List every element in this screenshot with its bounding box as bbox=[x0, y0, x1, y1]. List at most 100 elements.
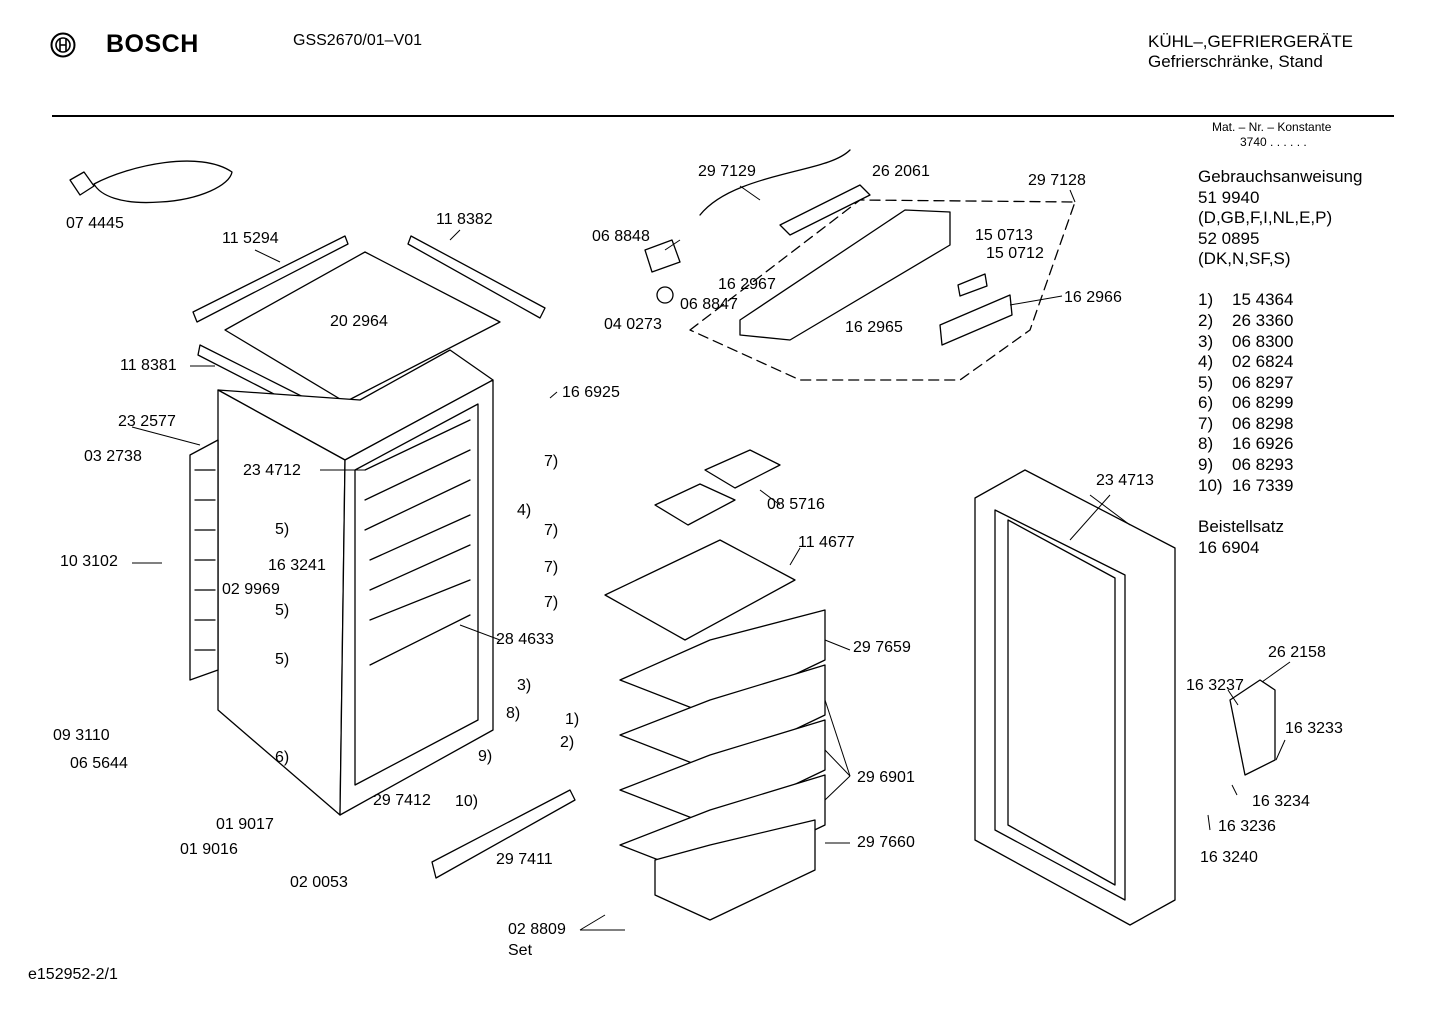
control-panel-part bbox=[644, 149, 1076, 381]
part-number-label: 29 6901 bbox=[857, 769, 915, 786]
side-list-item: (DK,N,SF,S) bbox=[1198, 249, 1291, 268]
part-number-label: 29 7129 bbox=[698, 163, 756, 180]
ref-marker-label: 7) bbox=[544, 522, 559, 539]
category-title: KÜHL–,GEFRIERGERÄTE bbox=[1148, 32, 1353, 51]
hinge-bracket-part bbox=[1229, 679, 1276, 776]
model-number: GSS2670/01–V01 bbox=[293, 32, 422, 49]
part-number-label: 16 3233 bbox=[1285, 720, 1343, 737]
ref-marker-label: 7) bbox=[544, 594, 559, 611]
side-list-item: 1) 15 4364 bbox=[1198, 290, 1294, 309]
ref-marker-label: 7) bbox=[544, 453, 559, 470]
door-part bbox=[974, 469, 1176, 926]
part-number-label: 28 4633 bbox=[496, 631, 554, 648]
part-number-label: 16 3240 bbox=[1200, 849, 1258, 866]
category-subtitle: Gefrierschränke, Stand bbox=[1148, 52, 1323, 71]
part-number-label: 02 9969 bbox=[222, 581, 280, 598]
shelves-part bbox=[364, 419, 471, 666]
side-list-item: 10) 16 7339 bbox=[1198, 476, 1294, 495]
part-number-label: 06 8848 bbox=[592, 228, 650, 245]
mat-nr-label: Mat. – Nr. – Konstante bbox=[1212, 120, 1332, 134]
part-number-label: 08 5716 bbox=[767, 496, 825, 513]
part-number-label: Set bbox=[508, 942, 533, 959]
part-number-label: 16 3237 bbox=[1186, 677, 1244, 694]
drawing-id: e152952-2/1 bbox=[28, 966, 118, 983]
side-list-item: 52 0895 bbox=[1198, 229, 1260, 248]
side-list-item: 2) 26 3360 bbox=[1198, 311, 1294, 330]
part-number-label: 03 2738 bbox=[84, 448, 142, 465]
ref-marker-label: 6) bbox=[275, 749, 290, 766]
cabinet-body-part bbox=[217, 349, 494, 816]
part-number-label: 02 8809 bbox=[508, 921, 566, 938]
ref-marker-label: 2) bbox=[560, 734, 575, 751]
part-number-label: 11 4677 bbox=[798, 534, 855, 551]
part-number-label: 29 7128 bbox=[1028, 172, 1086, 189]
part-number-label: 09 3110 bbox=[53, 727, 110, 744]
part-number-label: 23 4712 bbox=[243, 462, 301, 479]
part-number-label: 10 3102 bbox=[60, 553, 118, 570]
side-list-item: 5) 06 8297 bbox=[1198, 373, 1294, 392]
side-list-item: 7) 06 8298 bbox=[1198, 414, 1294, 433]
part-number-label: 20 2964 bbox=[330, 313, 388, 330]
part-number-label: 23 4713 bbox=[1096, 472, 1154, 489]
part-number-label: 06 5644 bbox=[70, 755, 128, 772]
part-number-label: 26 2158 bbox=[1268, 644, 1326, 661]
ref-marker-label: 8) bbox=[506, 705, 521, 722]
side-list-item: 16 6904 bbox=[1198, 538, 1260, 557]
drawers-part bbox=[604, 539, 826, 921]
side-list-item: 3) 06 8300 bbox=[1198, 332, 1294, 351]
ice-packs-part bbox=[654, 449, 781, 526]
part-number-label: 16 2965 bbox=[845, 319, 903, 336]
part-number-label: 15 0712 bbox=[986, 245, 1044, 262]
side-list-item: Gebrauchsanweisung bbox=[1198, 167, 1363, 186]
ref-marker-label: 5) bbox=[275, 521, 290, 538]
ref-marker-label: 10) bbox=[455, 793, 479, 810]
ref-marker-label: 5) bbox=[275, 602, 290, 619]
ref-marker-label: 3) bbox=[517, 677, 532, 694]
part-number-label: 29 7660 bbox=[857, 834, 915, 851]
part-number-label: 29 7411 bbox=[496, 851, 553, 868]
part-number-label: 06 8847 bbox=[680, 296, 738, 313]
ref-marker-label: 5) bbox=[275, 651, 290, 668]
part-number-label: 29 7659 bbox=[853, 639, 911, 656]
part-number-label: 16 2966 bbox=[1064, 289, 1122, 306]
plinth-part bbox=[431, 789, 576, 879]
side-list-item: 6) 06 8299 bbox=[1198, 393, 1294, 412]
mat-nr-value: 3740 . . . . . . bbox=[1240, 135, 1307, 149]
ref-marker-label: 1) bbox=[565, 711, 580, 728]
ref-marker-label: 9) bbox=[478, 748, 493, 765]
top-panel-part bbox=[224, 251, 501, 403]
brand-name: BOSCH bbox=[106, 30, 199, 58]
part-number-label: 11 8381 bbox=[120, 357, 177, 374]
part-number-label: 11 8382 bbox=[436, 211, 493, 228]
header-divider bbox=[52, 115, 1394, 117]
part-number-label: 02 0053 bbox=[290, 874, 348, 891]
part-number-label: 16 6925 bbox=[562, 384, 620, 401]
part-number-label: 01 9016 bbox=[180, 841, 238, 858]
side-list-item: 9) 06 8293 bbox=[1198, 455, 1294, 474]
side-list-item: Beistellsatz bbox=[1198, 517, 1284, 536]
bosch-logo-icon bbox=[50, 32, 76, 58]
part-number-label: 16 3236 bbox=[1218, 818, 1276, 835]
part-number-label: 23 2577 bbox=[118, 413, 176, 430]
side-list-item: 8) 16 6926 bbox=[1198, 434, 1294, 453]
part-number-label: 26 2061 bbox=[872, 163, 930, 180]
top-rails-part bbox=[192, 235, 546, 429]
part-number-label: 07 4445 bbox=[66, 215, 124, 232]
side-list-item: 4) 02 6824 bbox=[1198, 352, 1294, 371]
ref-marker-label: 7) bbox=[544, 559, 559, 576]
part-number-label: 16 3234 bbox=[1252, 793, 1310, 810]
part-number-label: 16 2967 bbox=[718, 276, 776, 293]
part-number-label: 04 0273 bbox=[604, 316, 662, 333]
part-number-label: 29 7412 bbox=[373, 792, 431, 809]
part-number-label: 11 5294 bbox=[222, 230, 279, 247]
part-number-label: 16 3241 bbox=[268, 557, 326, 574]
part-number-label: 01 9017 bbox=[216, 816, 274, 833]
ref-marker-label: 4) bbox=[517, 502, 532, 519]
side-list-item: 51 9940 bbox=[1198, 188, 1260, 207]
power-cord-part bbox=[69, 160, 233, 204]
condenser-coil-part bbox=[189, 439, 219, 681]
part-number-label: 15 0713 bbox=[975, 227, 1033, 244]
side-list-item: (D,GB,F,I,NL,E,P) bbox=[1198, 208, 1333, 227]
